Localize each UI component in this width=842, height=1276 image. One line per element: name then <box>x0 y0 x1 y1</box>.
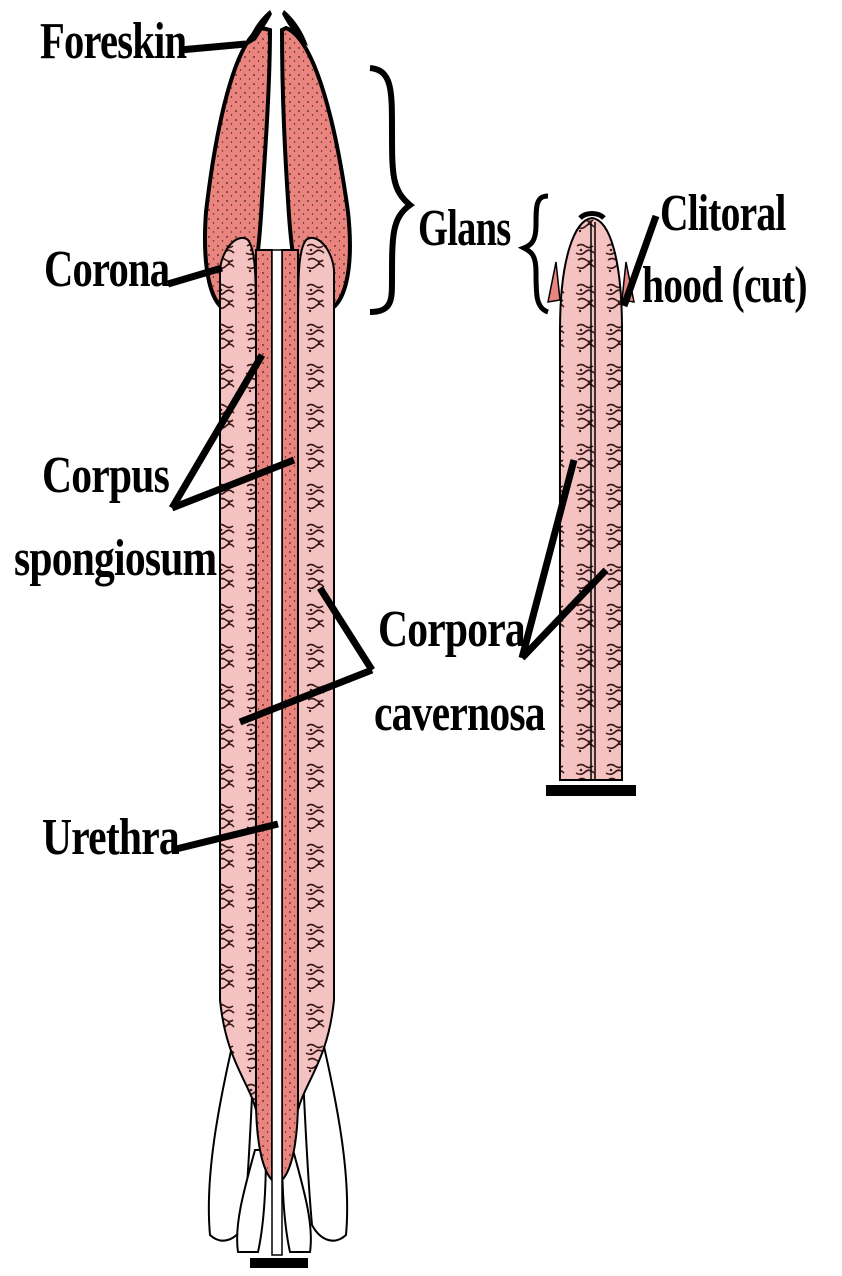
penis-base-bar <box>250 1258 308 1268</box>
label-corpora-cavernosa-line2: cavernosa <box>374 688 545 740</box>
label-glans: Glans <box>418 203 511 255</box>
clitoris-base-bar <box>546 785 636 796</box>
label-urethra: Urethra <box>42 812 179 864</box>
urethra-channel <box>272 250 282 1255</box>
label-corpus-spongiosum-line1: Corpus <box>42 450 169 502</box>
label-clitoral-hood-line1: Clitoral <box>660 188 786 240</box>
leader-foreskin <box>180 44 246 50</box>
label-clitoral-hood-line2: hood (cut) <box>642 260 807 312</box>
label-corpora-cavernosa-line1: Corpora <box>378 604 525 656</box>
label-corpus-spongiosum-line2: spongiosum <box>14 533 216 585</box>
label-foreskin: Foreskin <box>40 16 186 68</box>
glans-brace-small <box>524 196 548 312</box>
glans-brace-large <box>370 68 410 312</box>
label-corona: Corona <box>44 244 169 296</box>
